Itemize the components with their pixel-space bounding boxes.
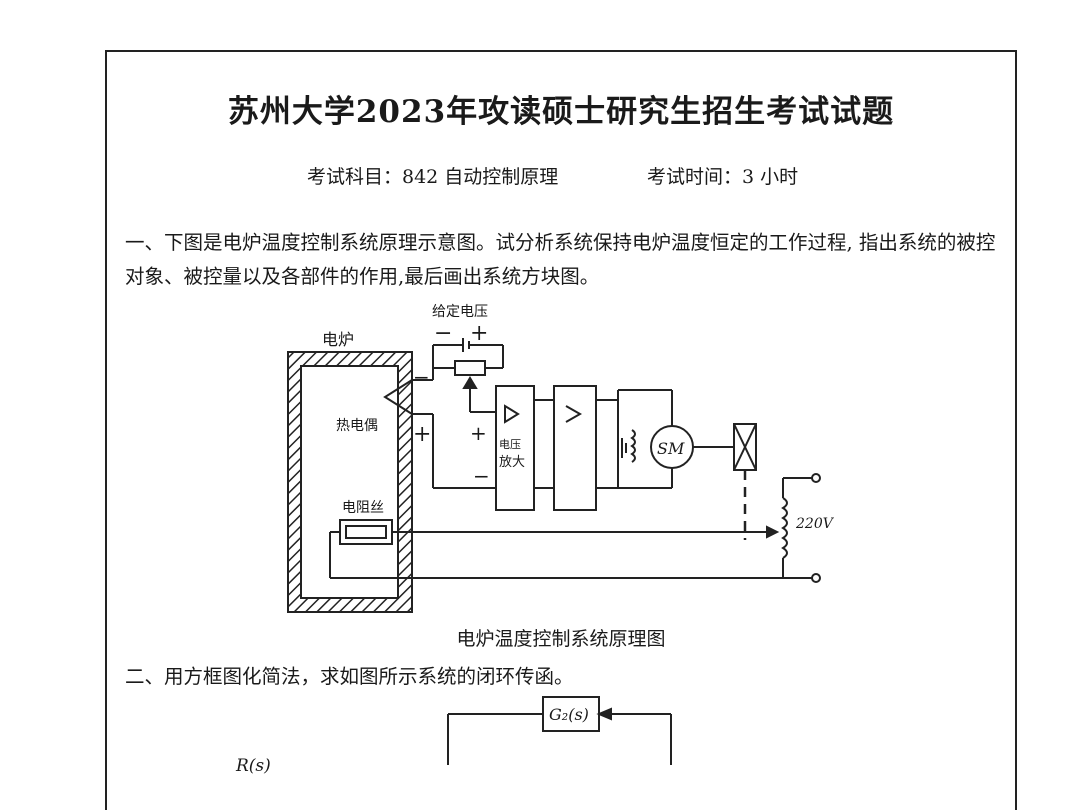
amplifier-label-top: 电压 (499, 438, 521, 451)
thermocouple-plus-sign: + (413, 422, 431, 447)
furnace-control-diagram: 电炉 给定电压 − + 热电偶 − + + − 电压 放大 (235, 304, 835, 776)
amplifier-minus-sign: − (473, 464, 490, 488)
amplifier-plus-sign: + (470, 421, 487, 445)
voltage-amplifier (495, 385, 535, 511)
potentiometer (433, 360, 503, 413)
given-voltage-label: 给定电压 (432, 304, 488, 320)
exam-title: 苏州大学2023年攻读硕士研究生招生考试试题 (227, 94, 895, 130)
exam-sheet: 苏州大学2023年攻读硕士研究生招生考试试题 考试科目：842 自动控制原理 考… (105, 50, 1017, 810)
voltage-source-label: 220V (795, 516, 835, 532)
servo-motor (617, 389, 734, 489)
exam-duration: 考试时间：3 小时 (647, 166, 799, 188)
gear-reducer (733, 423, 757, 540)
exam-subject: 考试科目：842 自动控制原理 (307, 166, 559, 188)
input-signal-label: R(s) (235, 756, 271, 776)
furnace-label: 电炉 (322, 330, 354, 349)
amplifier-label-bottom: 放大 (499, 455, 525, 470)
figure-1-caption: 电炉温度控制系统原理图 (456, 628, 666, 650)
battery-minus-sign: − (434, 321, 452, 346)
heater-resistor (329, 519, 812, 579)
block-diagram-fragment (447, 696, 672, 765)
furnace-wall (287, 351, 413, 613)
question-2-text: 二、用方框图化简法，求如图所示系统的闭环传函。 (125, 665, 574, 688)
power-amplifier (534, 385, 618, 511)
thermocouple-label: 热电偶 (336, 418, 378, 434)
battery-symbol (432, 338, 504, 368)
resistor-label: 电阻丝 (342, 500, 384, 516)
autotransformer (781, 473, 821, 583)
g2-block-label: G₂(s) (549, 705, 589, 724)
question-1-text: 一、下图是电炉温度控制系统原理示意图。试分析系统保持电炉温度恒定的工作过程, 指… (125, 231, 996, 288)
battery-plus-sign: + (470, 321, 488, 346)
thermocouple (383, 368, 496, 489)
thermocouple-minus-sign: − (413, 365, 430, 389)
motor-label: SM (657, 439, 685, 458)
